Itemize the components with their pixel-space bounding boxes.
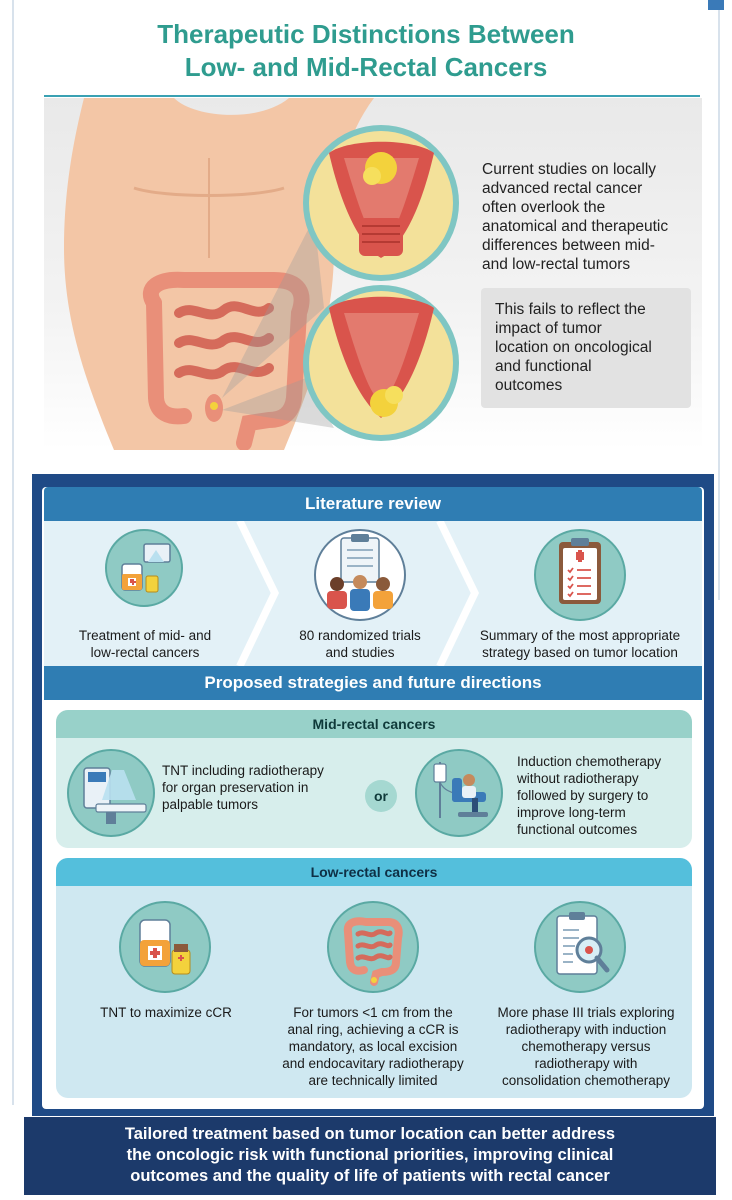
intro-line: anatomical and therapeutic [482, 218, 669, 235]
low-item-3-line: chemotherapy versus [521, 1039, 651, 1054]
low-item-3-line: radiotherapy with induction [505, 1022, 667, 1037]
literature-step-2-line-1: 80 randomized trials [299, 628, 421, 643]
literature-step-2-line-2: and studies [325, 645, 395, 660]
literature-review-header: Literature review [44, 487, 702, 521]
radiotherapy-machine-icon [67, 749, 155, 837]
low-item-2-line: For tumors <1 cm from the [293, 1005, 453, 1020]
low-item-3-line: radiotherapy with [534, 1056, 638, 1071]
footer-line: Tailored treatment based on tumor locati… [124, 1125, 616, 1143]
iv-drip-radiotherapy-icon [105, 529, 183, 607]
footer-line: the oncologic risk with functional prior… [126, 1146, 614, 1164]
low-item-2-line: are technically limited [308, 1073, 438, 1088]
mid-option-2-line: followed by surgery to [517, 788, 649, 803]
right-border-rule [718, 0, 720, 600]
literature-step-3-line-1: Summary of the most appropriate [479, 628, 681, 643]
callout-line: This fails to reflect the [495, 301, 646, 318]
mid-option-1-line: palpable tumors [162, 797, 259, 812]
mid-option-2-line: improve long-term [517, 805, 626, 820]
literature-step-3-line-2: strategy based on tumor location [482, 645, 678, 660]
intro-callout-box: This fails to reflect the impact of tumo… [481, 288, 691, 408]
callout-line: and functional [495, 358, 592, 375]
low-rectal-header: Low-rectal cancers [56, 858, 692, 886]
mid-option-2-line: without radiotherapy [517, 771, 639, 786]
mid-rectal-option-2: Induction chemotherapy without radiother… [517, 753, 697, 838]
strategies-header: Proposed strategies and future direction… [44, 666, 702, 700]
chemotherapy-chair-icon [415, 749, 503, 837]
corner-mark [708, 0, 724, 10]
iv-bag-icon [119, 901, 211, 993]
clipboard-people-icon [314, 529, 406, 621]
callout-line: impact of tumor [495, 320, 602, 337]
page-title: Therapeutic Distinctions Between Low- an… [60, 18, 672, 84]
mid-rectal-box: Mid-rectal cancers [56, 710, 692, 848]
clipboard-magnifier-icon [534, 901, 626, 993]
mid-option-1-line: for organ preservation in [162, 780, 309, 795]
intro-line: Current studies on locally [482, 161, 657, 178]
literature-step-3-label: Summary of the most appropriate strategy… [462, 627, 698, 661]
low-item-2-line: anal ring, achieving a cCR is [287, 1022, 459, 1037]
title-line-2: Low- and Mid-Rectal Cancers [184, 52, 548, 82]
callout-line: location on oncological [495, 339, 652, 356]
intro-line: advanced rectal cancer [482, 180, 643, 197]
anatomy-illustration [64, 98, 459, 450]
low-item-3-line: More phase III trials exploring [497, 1005, 675, 1020]
literature-step-1-line-2: low-rectal cancers [90, 645, 200, 660]
intro-line: differences between mid- [482, 237, 655, 254]
anatomy-illustration-panel [44, 98, 702, 450]
colon-icon [327, 901, 419, 993]
mid-rectal-header: Mid-rectal cancers [56, 710, 692, 738]
literature-step-1-line-1: Treatment of mid- and [78, 628, 212, 643]
mid-option-2-line: functional outcomes [517, 822, 638, 837]
mid-option-1-line: TNT including radiotherapy [162, 763, 324, 778]
left-border-rule [12, 0, 14, 1105]
intro-line: and low-rectal tumors [482, 256, 631, 273]
low-rectal-item-2: For tumors <1 cm from the anal ring, ach… [263, 1004, 483, 1089]
low-rectal-item-1: TNT to maximize cCR [76, 1004, 256, 1021]
or-badge: or [365, 780, 397, 812]
title-line-1: Therapeutic Distinctions Between [157, 19, 575, 49]
literature-step-1-label: Treatment of mid- and low-rectal cancers [60, 627, 230, 661]
footer-line: outcomes and the quality of life of pati… [130, 1167, 610, 1185]
callout-line: outcomes [495, 377, 563, 394]
low-rectal-item-3: More phase III trials exploring radiothe… [480, 1004, 692, 1089]
literature-step-2-label: 80 randomized trials and studies [270, 627, 450, 661]
low-item-3-line: consolidation chemotherapy [501, 1073, 671, 1088]
low-item-1-line: TNT to maximize cCR [100, 1005, 232, 1020]
intro-text: Current studies on locally advanced rect… [482, 160, 702, 274]
mid-rectal-option-1: TNT including radiotherapy for organ pre… [162, 762, 362, 813]
intro-line: often overlook the [482, 199, 606, 216]
conclusion-footer: Tailored treatment based on tumor locati… [24, 1117, 716, 1195]
checklist-clipboard-icon [534, 529, 626, 621]
title-underline [44, 95, 700, 97]
low-item-2-line: and endocavitary radiotherapy [282, 1056, 464, 1071]
low-item-2-line: mandatory, as local excision [288, 1039, 458, 1054]
mid-option-2-line: Induction chemotherapy [517, 754, 662, 769]
